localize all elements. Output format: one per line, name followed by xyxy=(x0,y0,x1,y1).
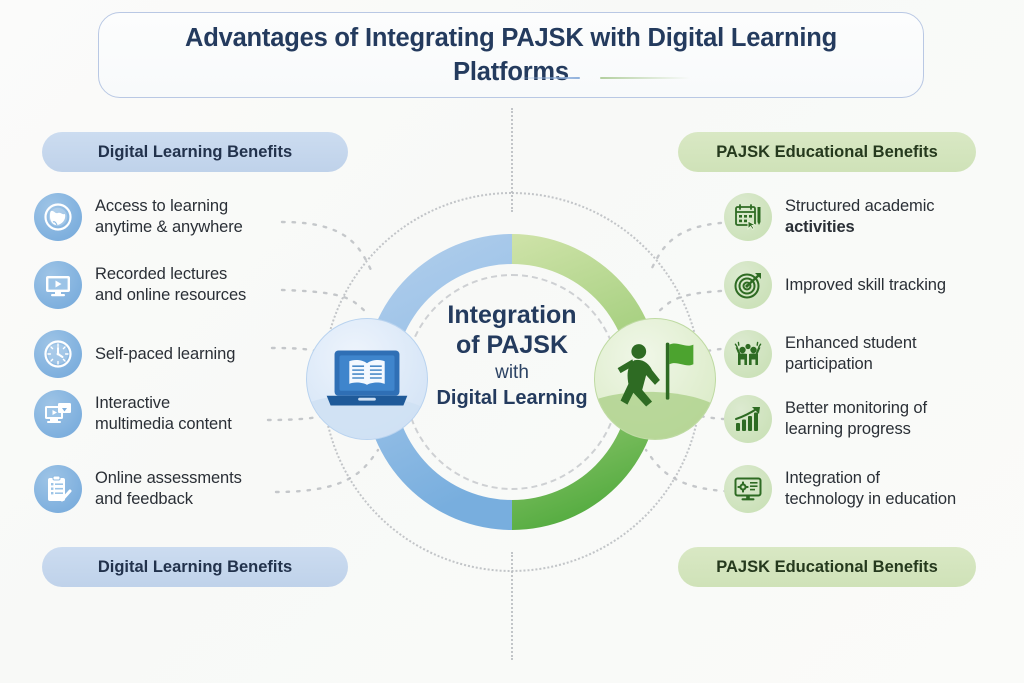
multimedia-icon xyxy=(34,390,82,438)
benefit-line-2: and feedback xyxy=(95,490,193,508)
benefit-line-2: multimedia content xyxy=(95,415,232,433)
benefit-text: Interactive multimedia content xyxy=(95,393,232,435)
section-header-label: PAJSK Educational Benefits xyxy=(716,557,938,576)
benefit-item: Improved skill tracking xyxy=(724,261,946,309)
benefit-text: Structured academic activities xyxy=(785,196,935,238)
benefit-item: Online assessments and feedback xyxy=(34,465,242,513)
benefit-line-2: activities xyxy=(785,218,855,236)
benefit-item: Better monitoring of learning progress xyxy=(724,395,927,443)
benefit-item: Interactive multimedia content xyxy=(34,390,232,438)
bar-chart-arrow-icon xyxy=(724,395,772,443)
benefit-line-1: Access to learning xyxy=(95,197,229,216)
benefit-text: Enhanced student participation xyxy=(785,333,917,375)
target-arrow-icon xyxy=(724,261,772,309)
clipboard-check-icon xyxy=(34,465,82,513)
benefit-item: Access to learning anytime & anywhere xyxy=(34,193,243,241)
section-header-digital-top: Digital Learning Benefits xyxy=(42,132,348,172)
section-header-digital-bottom: Digital Learning Benefits xyxy=(42,547,348,587)
benefit-line-2: anytime & anywhere xyxy=(95,218,243,236)
section-header-label: Digital Learning Benefits xyxy=(97,142,293,161)
benefit-text: Better monitoring of learning progress xyxy=(785,398,927,440)
benefit-line-1: Better monitoring of xyxy=(785,399,927,418)
benefit-text: Recorded lectures and online resources xyxy=(95,264,246,306)
runner-flag-icon xyxy=(595,342,715,439)
title-rule-right xyxy=(600,77,690,79)
title-line-1: Advantages of Integrating PAJSK with Dig… xyxy=(185,23,837,52)
calendar-pen-icon xyxy=(724,193,772,241)
page-title: Advantages of Integrating PAJSK with Dig… xyxy=(141,21,881,89)
benefit-line-1: Improved skill tracking xyxy=(785,275,946,294)
monitor-gear-icon xyxy=(724,465,772,513)
clock-icon xyxy=(34,330,82,378)
section-header-pajsk-top: PAJSK Educational Benefits xyxy=(678,132,976,172)
benefit-line-1: Self-paced learning xyxy=(95,344,236,363)
laptop-book-icon xyxy=(307,350,427,439)
video-play-icon xyxy=(34,261,82,309)
center-line-2: of PAJSK xyxy=(455,331,569,359)
center-label: Integration of PAJSK with Digital Learni… xyxy=(410,300,614,411)
benefit-item: Recorded lectures and online resources xyxy=(34,261,246,309)
benefit-line-2: technology in education xyxy=(785,490,957,508)
benefit-line-1: Integration of xyxy=(785,469,880,488)
section-header-label: PAJSK Educational Benefits xyxy=(716,142,938,161)
benefit-text: Integration of technology in education xyxy=(785,468,956,510)
benefit-line-1: Structured academic xyxy=(785,197,935,216)
center-line-3: with xyxy=(495,362,529,383)
benefit-line-1: Online assessments xyxy=(95,469,242,488)
benefit-item: Structured academic activities xyxy=(724,193,935,241)
divider-dashes-bottom xyxy=(511,552,513,660)
title-line-2: Platforms xyxy=(453,58,569,86)
benefit-item: Self-paced learning xyxy=(34,330,235,378)
benefit-text: Access to learning anytime & anywhere xyxy=(95,196,243,238)
title-rule-left xyxy=(512,77,580,79)
center-line-1: Integration xyxy=(447,301,577,329)
benefit-item: Integration of technology in education xyxy=(724,465,956,513)
benefit-line-1: Interactive xyxy=(95,394,171,413)
benefit-line-2: learning progress xyxy=(785,420,911,438)
section-header-label: Digital Learning Benefits xyxy=(97,557,293,576)
benefit-line-2: participation xyxy=(785,355,873,373)
title-box: Advantages of Integrating PAJSK with Dig… xyxy=(98,12,924,98)
globe-icon xyxy=(34,193,82,241)
divider-dashes-top xyxy=(511,108,513,212)
benefit-line-1: Recorded lectures xyxy=(95,265,228,284)
people-cheer-icon xyxy=(724,330,772,378)
runner-flag-bubble xyxy=(594,318,716,440)
section-header-pajsk-bottom: PAJSK Educational Benefits xyxy=(678,547,976,587)
benefit-item: Enhanced student participation xyxy=(724,330,917,378)
benefit-line-2: and online resources xyxy=(95,286,247,304)
laptop-book-bubble xyxy=(306,318,428,440)
center-line-4: Digital Learning xyxy=(436,386,588,409)
benefit-text: Online assessments and feedback xyxy=(95,468,242,510)
benefit-text: Improved skill tracking xyxy=(785,275,946,296)
central-ring xyxy=(364,234,660,530)
benefit-line-1: Enhanced student xyxy=(785,334,917,353)
benefit-text: Self-paced learning xyxy=(95,344,235,365)
